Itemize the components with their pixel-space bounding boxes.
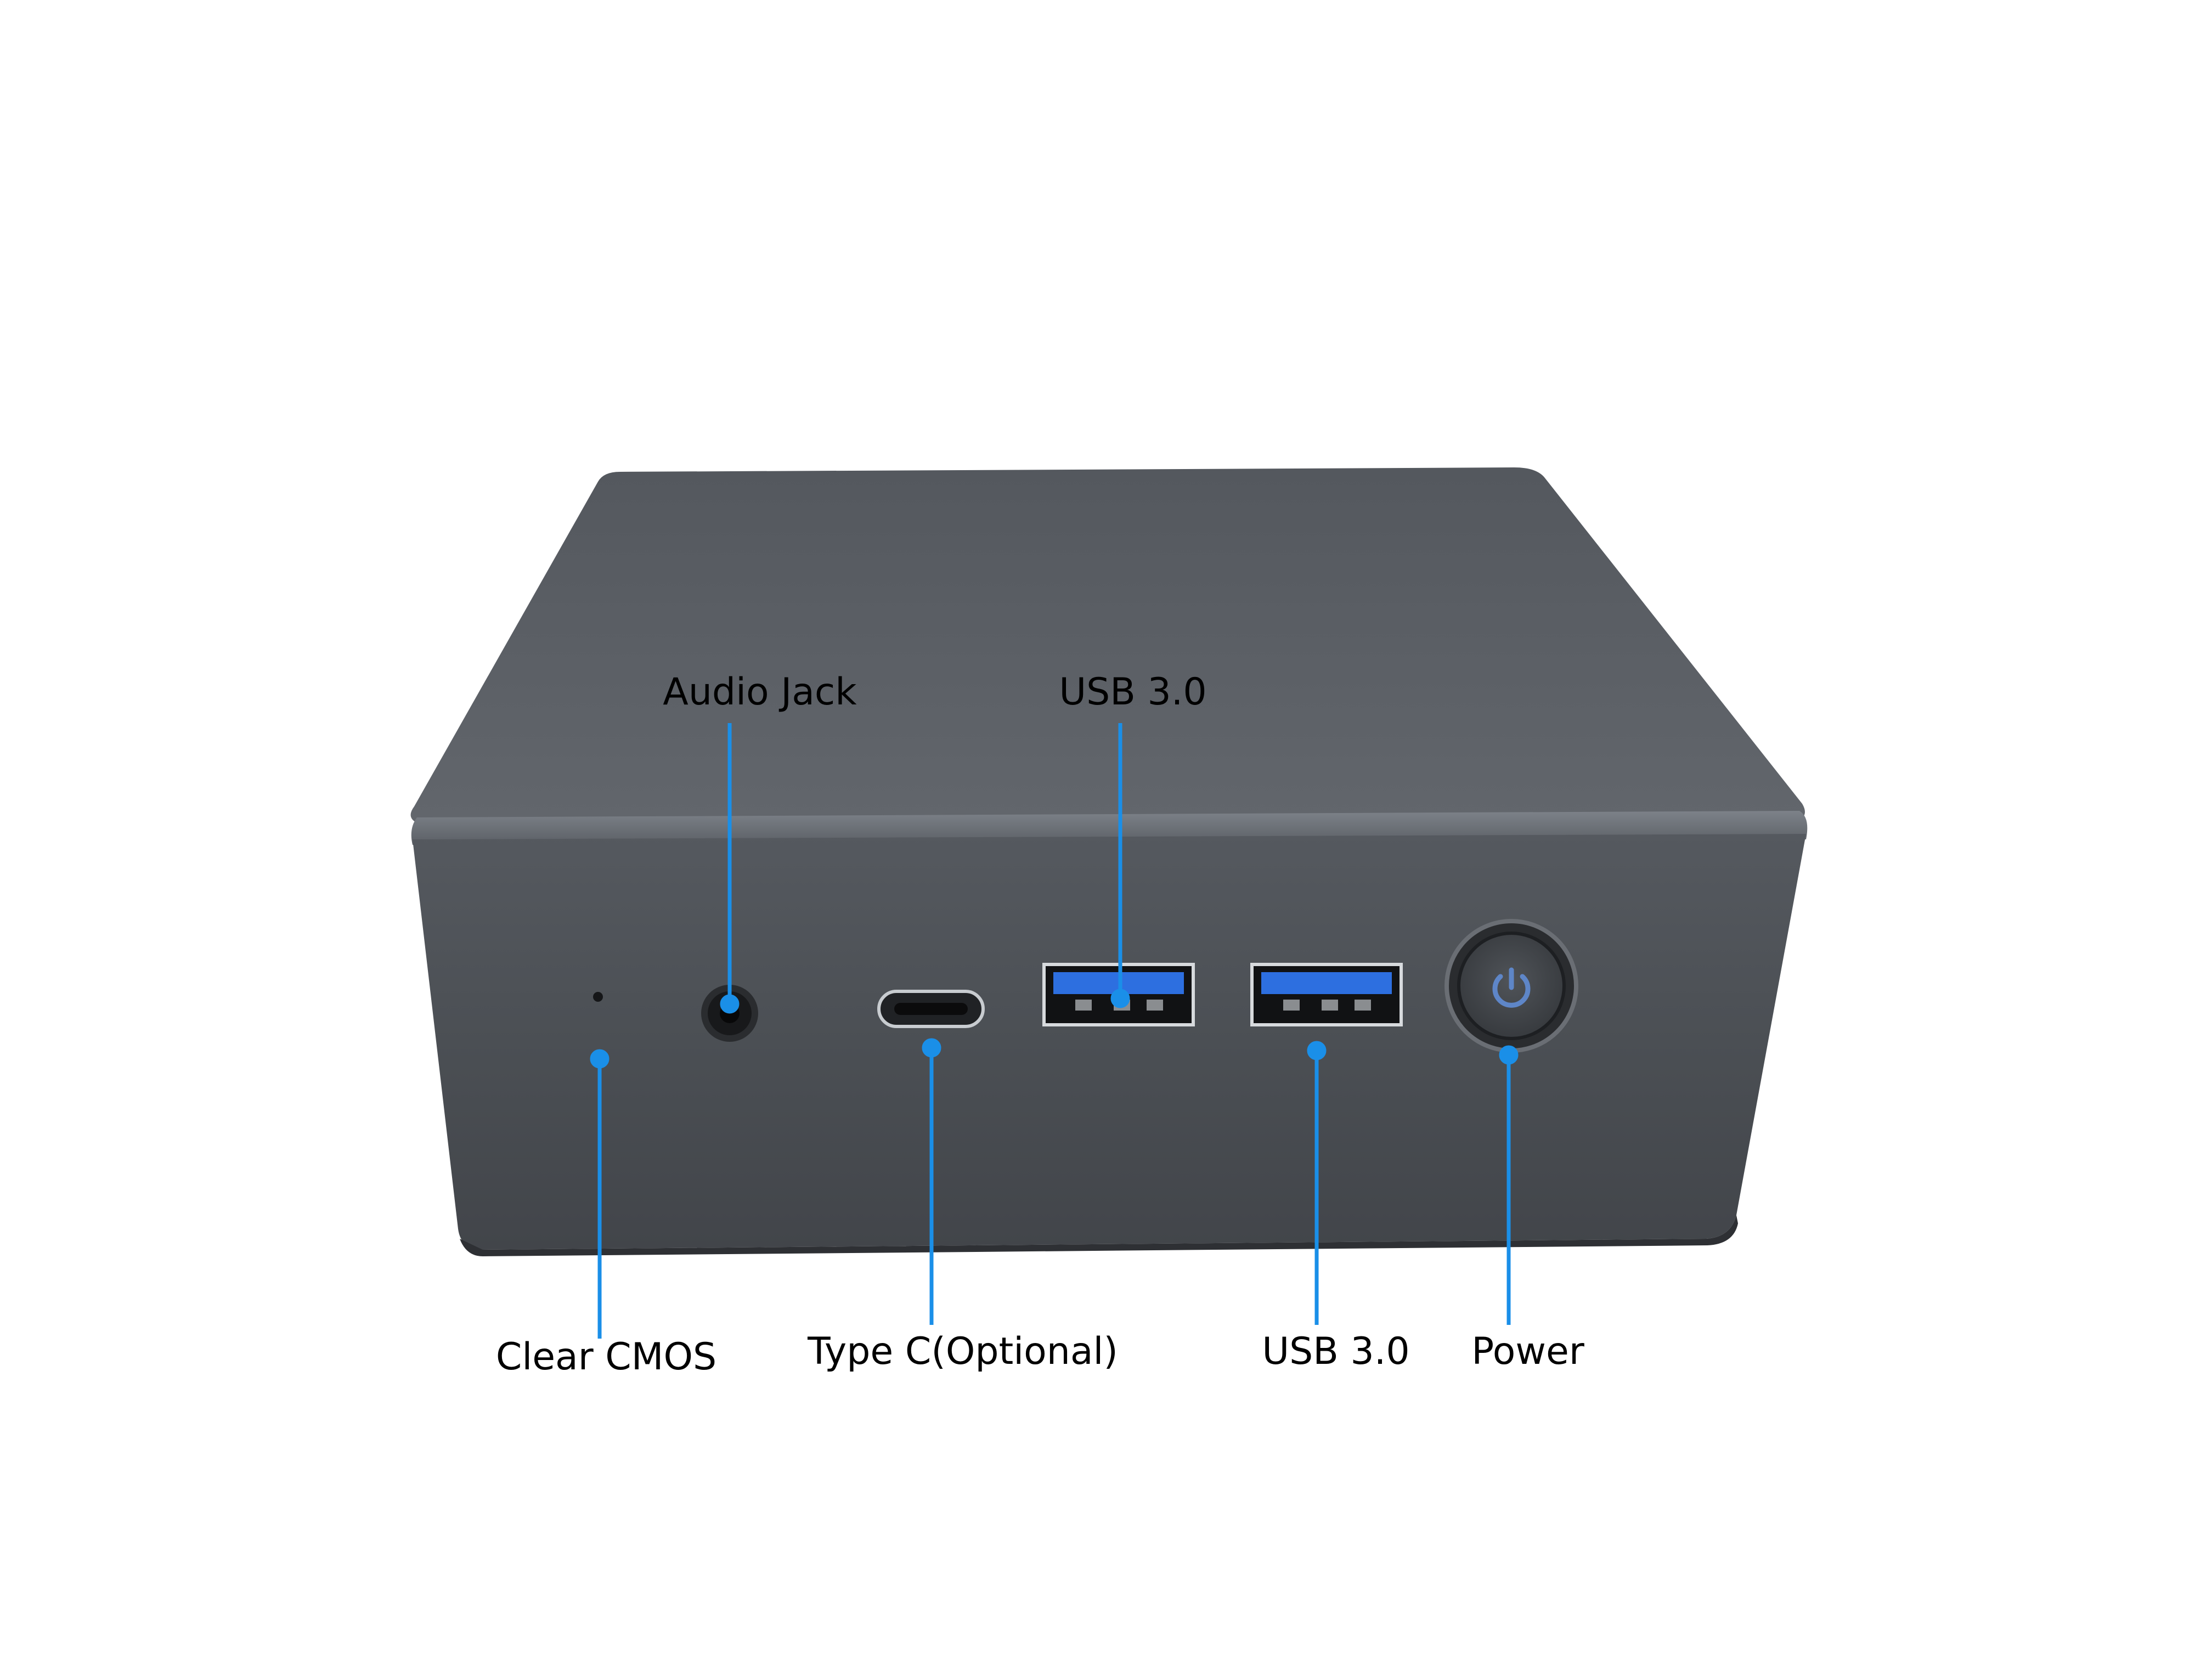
bottom-shadow <box>460 1215 1738 1256</box>
front-face <box>413 834 1806 1250</box>
label-usb-top: USB 3.0 <box>1059 670 1207 714</box>
power-icon <box>1492 967 1531 1008</box>
label-power: Power <box>1471 1330 1584 1373</box>
label-type-c: Type C(Optional) <box>808 1330 1118 1373</box>
top-surface <box>410 467 1805 823</box>
label-clear-cmos: Clear CMOS <box>495 1335 717 1379</box>
label-audio-jack: Audio Jack <box>663 670 857 714</box>
callout-lines <box>590 723 1519 1339</box>
clear-cmos-hole <box>593 992 603 1002</box>
label-usb-bottom: USB 3.0 <box>1262 1330 1410 1373</box>
